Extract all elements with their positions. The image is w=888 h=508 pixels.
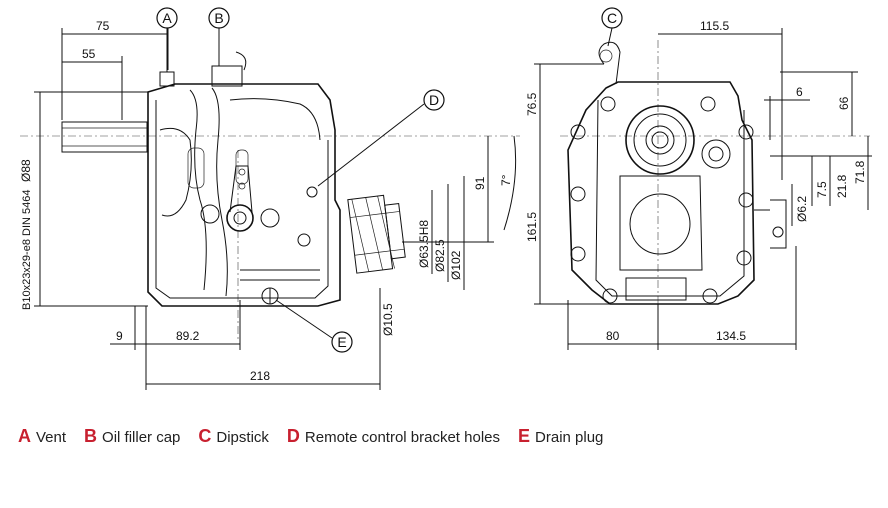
dim-218b: 21.8 xyxy=(835,174,849,198)
dim-9: 9 xyxy=(116,329,123,343)
dim-91: 91 xyxy=(473,176,487,190)
dim-d825: Ø82.5 xyxy=(433,239,447,272)
dim-1615: 161.5 xyxy=(525,212,539,242)
spline-spec: B10x23x29-e8 DIN 5464 xyxy=(21,190,33,310)
dim-66: 66 xyxy=(837,96,851,110)
dim-d635: Ø63.5H8 xyxy=(417,220,431,268)
callout-d-letter: D xyxy=(429,92,439,108)
legend-label: Remote control bracket holes xyxy=(304,429,501,446)
dim-6: 6 xyxy=(796,85,803,99)
dim-75: 75 xyxy=(96,19,110,33)
dim-d105: Ø10.5 xyxy=(381,303,395,336)
dim-765: 76.5 xyxy=(525,92,539,116)
dim-d88: Ø88 xyxy=(19,159,33,182)
dim-1155: 115.5 xyxy=(700,19,729,33)
dim-75b: 7.5 xyxy=(815,181,829,198)
callout-a-letter: A xyxy=(162,10,172,26)
dim-1345: 134.5 xyxy=(716,329,746,343)
dim-55: 55 xyxy=(82,47,96,61)
mounting-holes xyxy=(570,96,754,304)
dim-892: 89.2 xyxy=(176,329,200,343)
legend-label: Oil filler cap xyxy=(102,429,181,446)
dim-218: 218 xyxy=(250,369,270,383)
legend-letter: E xyxy=(518,426,531,446)
callout-e-letter: E xyxy=(337,334,346,350)
callout-b: B xyxy=(208,7,230,66)
dim-80: 80 xyxy=(606,329,620,343)
legend-letter: C xyxy=(198,426,212,446)
legend-label: Vent xyxy=(36,429,67,446)
callout-c-letter: C xyxy=(607,10,617,26)
dim-7deg: 7° xyxy=(499,174,513,186)
legend-item-vent: A Vent xyxy=(18,426,66,447)
front-view: 115.5 76.5 161.5 6 66 Ø6.2 7.5 21.8 71.8… xyxy=(525,19,872,350)
callout-a: A xyxy=(156,7,178,62)
callout-c: C xyxy=(601,7,623,47)
callouts: A B C D E xyxy=(156,7,623,353)
legend-letter: D xyxy=(286,426,300,446)
dim-718: 71.8 xyxy=(853,160,867,184)
callout-d: D xyxy=(317,89,445,187)
legend-label: Drain plug xyxy=(535,429,604,446)
side-view: 75 55 Ø88 B10x23x29-e8 DIN 5464 91 7° Ø6… xyxy=(19,19,520,390)
legend-letter: B xyxy=(84,426,98,446)
callout-b-letter: B xyxy=(214,10,223,26)
legend-label: Dipstick xyxy=(216,429,269,446)
dim-d102: Ø102 xyxy=(449,250,463,280)
legend-letter: A xyxy=(18,426,31,446)
gearbox-drawing: 75 55 Ø88 B10x23x29-e8 DIN 5464 91 7° Ø6… xyxy=(19,7,872,390)
dim-d62: Ø6.2 xyxy=(795,196,809,222)
callout-e: E xyxy=(275,299,353,353)
